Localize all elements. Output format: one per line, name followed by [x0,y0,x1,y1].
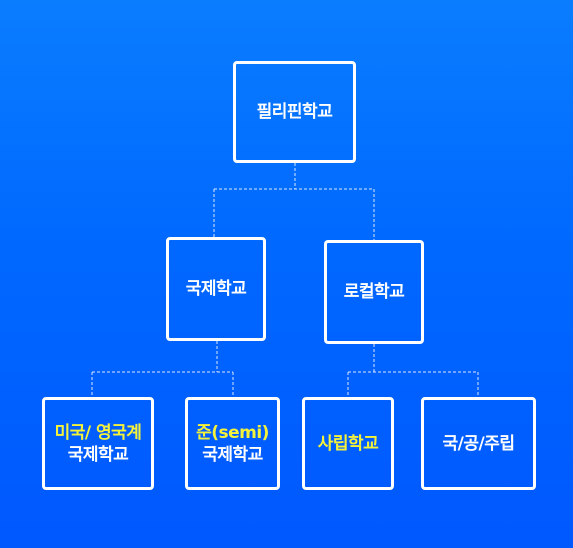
connector-intl-to-children [91,341,234,397]
node-public-school: 국/공/주립 [421,397,536,490]
us-uk-label-line2: 국제학교 [67,444,129,465]
international-school-label: 국제학교 [185,279,247,299]
node-private-school: 사립학교 [302,397,394,490]
root-node-philippine-schools: 필리핀학교 [233,61,356,163]
node-international-school: 국제학교 [166,237,266,341]
connector-local-to-children [347,344,479,397]
semi-label-line1: 준(semi) [196,422,269,443]
node-semi-international-school: 준(semi) 국제학교 [185,397,280,490]
connector-root-to-level1 [213,163,375,240]
public-school-label: 국/공/주립 [442,433,515,454]
root-node-label: 필리핀학교 [256,102,333,122]
private-school-label: 사립학교 [317,433,379,454]
semi-label-line2: 국제학교 [202,444,263,465]
node-local-school: 로컬학교 [324,240,424,344]
us-uk-label-line1: 미국/ 영국계 [54,422,142,443]
local-school-label: 로컬학교 [343,282,405,302]
node-us-uk-international-school: 미국/ 영국계 국제학교 [42,397,154,490]
